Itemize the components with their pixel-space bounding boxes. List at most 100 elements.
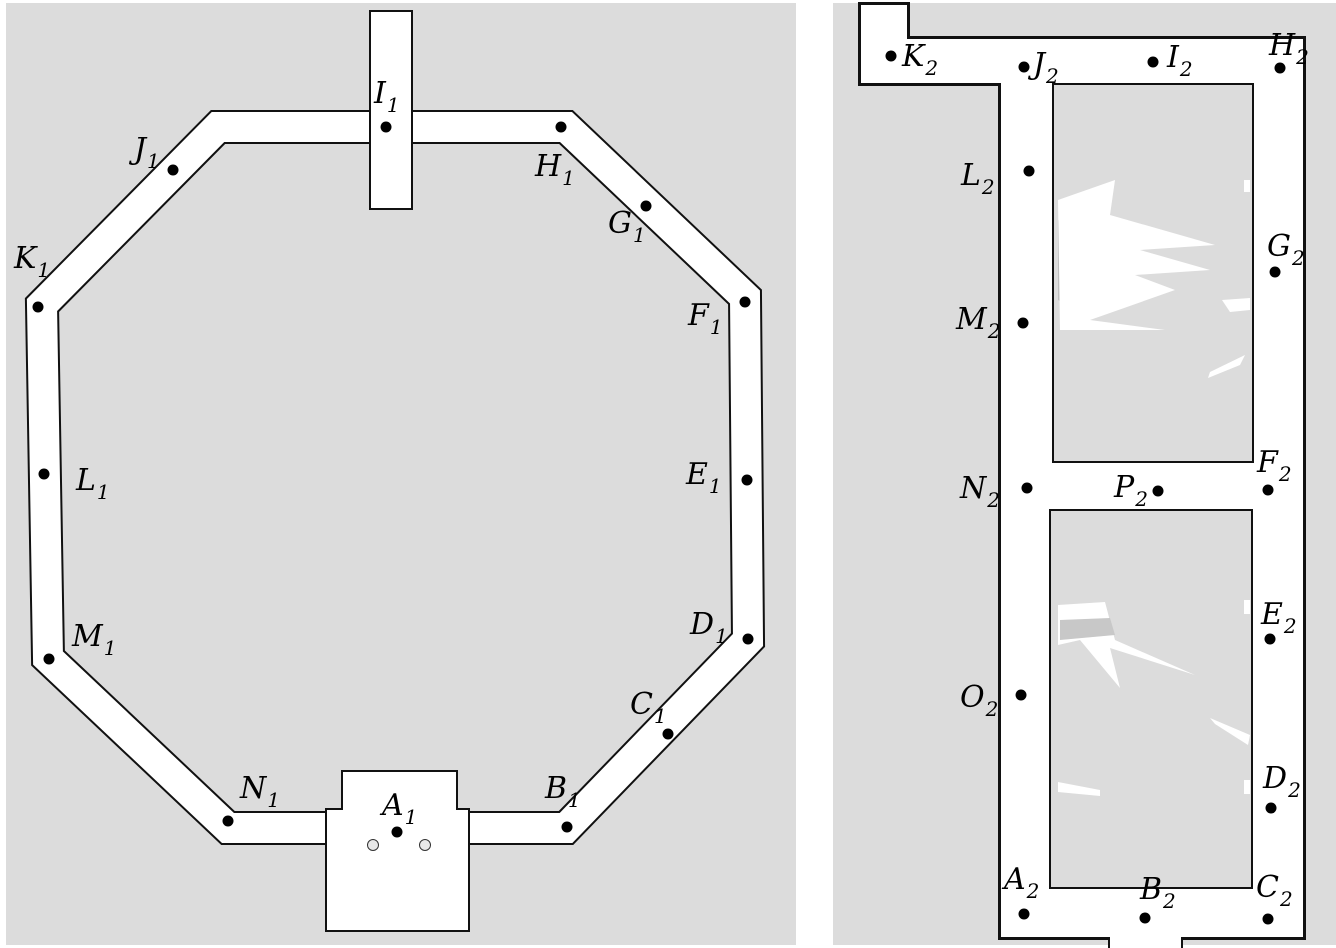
waypoint-label: H2 [1268,28,1309,69]
waypoint-label-letter: B [544,771,567,806]
waypoint-label-letter: N [959,471,988,506]
map2-door-notch-3 [1244,780,1250,794]
waypoint-label: C2 [1256,870,1293,911]
waypoint-dot [1152,485,1164,497]
waypoint-label: I2 [1166,40,1193,81]
waypoint-dot [662,728,674,740]
waypoint-label: N2 [959,471,1000,512]
waypoint-label: F1 [687,298,723,339]
waypoint-n2: N2 [959,471,1033,512]
waypoint-label-letter: M [71,619,104,654]
waypoint-label-subscript: 2 [1279,887,1293,911]
waypoint-label-subscript: 1 [147,149,160,173]
waypoint-label: I1 [373,76,400,117]
waypoint-d2: D2 [1262,761,1301,814]
waypoint-m2: M2 [955,302,1029,343]
waypoint-label: K2 [901,39,938,80]
waypoint-label-letter: L [960,158,981,193]
waypoint-label-subscript: 2 [987,319,1001,343]
waypoint-label: M1 [71,619,116,660]
waypoint-label-letter: B [1139,872,1162,907]
waypoint-e1: E1 [685,457,753,498]
waypoint-b1: B1 [544,771,581,833]
waypoint-dot [1017,317,1029,329]
waypoint-label-subscript: 1 [568,788,581,812]
waypoint-dot [1018,908,1030,920]
waypoint-label: D1 [689,607,728,648]
waypoint-h1: H1 [534,121,575,190]
waypoint-label-subscript: 1 [709,474,722,498]
waypoint-label-letter: E [1260,597,1283,632]
waypoint-dot [167,164,179,176]
waypoint-label-letter: N [239,771,268,806]
waypoint-dot [885,50,897,62]
waypoint-label-letter: I [373,76,387,111]
waypoint-dot [32,301,44,313]
map2-upper-rays-b [1208,355,1245,378]
waypoint-g2: G2 [1267,229,1305,278]
waypoint-dot [1265,802,1277,814]
waypoint-dot [1264,633,1276,645]
map2-lower-rays-c [1058,782,1100,796]
waypoint-label-subscript: 1 [37,258,50,282]
waypoint-label: G2 [1267,229,1305,270]
waypoint-b2: B2 [1139,872,1176,924]
waypoint-label: E1 [685,457,722,498]
waypoint-dot [1262,484,1274,496]
waypoint-e2: E2 [1260,597,1297,645]
waypoint-l1: L1 [38,463,110,504]
waypoint-label-letter: C [630,687,653,722]
waypoint-label: G1 [608,206,646,247]
waypoint-o2: O2 [960,680,1027,721]
waypoint-label-subscript: 2 [1291,246,1305,270]
waypoint-label-letter: F [687,298,710,333]
waypoint-label-subscript: 2 [986,488,1000,512]
waypoint-k1: K1 [13,241,50,313]
waypoint-label-subscript: 1 [387,93,400,117]
waypoint-label-subscript: 2 [1278,462,1292,486]
waypoint-dot [742,633,754,645]
waypoint-label-letter: D [1262,761,1287,796]
waypoint-label-subscript: 1 [715,624,728,648]
waypoint-label: E2 [1260,597,1297,638]
map1-top-stub-free [371,12,411,208]
waypoint-g1: G1 [608,200,652,247]
waypoint-label-subscript: 1 [562,166,575,190]
map2-upper-rays-a [1058,180,1215,330]
waypoint-label-letter: H [1268,28,1296,63]
waypoint-label: L2 [960,158,995,199]
waypoint-label-subscript: 1 [405,805,418,829]
waypoint-dot [741,474,753,486]
waypoint-f1: F1 [687,296,751,339]
map2-lower-rays-b [1210,718,1250,745]
waypoint-k2: K2 [885,39,938,80]
waypoint-label: B1 [544,771,581,812]
waypoint-label-letter: M [955,302,988,337]
waypoint-dot [380,121,392,133]
waypoint-label-letter: D [689,607,714,642]
waypoint-label: A1 [379,788,417,829]
waypoint-label-letter: L [75,463,96,498]
waypoint-label-letter: H [534,149,562,184]
waypoint-i2: I2 [1147,40,1193,81]
waypoint-dot [1274,62,1286,74]
waypoint-m1: M1 [43,619,116,665]
waypoint-label-subscript: 2 [1179,57,1193,81]
waypoint-label-subscript: 2 [1287,778,1301,802]
waypoint-dot [43,653,55,665]
waypoint-label: O2 [960,680,998,721]
waypoint-dot [391,826,403,838]
waypoint-label-subscript: 1 [633,223,646,247]
waypoint-n1: N1 [222,771,280,827]
waypoint-label-subscript: 2 [981,175,995,199]
waypoint-dot [561,821,573,833]
waypoint-dot [222,815,234,827]
waypoint-label-letter: G [1267,229,1291,264]
waypoint-l2: L2 [960,158,1035,199]
waypoint-label: D2 [1262,761,1301,802]
waypoint-label-letter: A [379,788,404,823]
waypoint-label: N1 [239,771,280,812]
waypoint-dot [555,121,567,133]
